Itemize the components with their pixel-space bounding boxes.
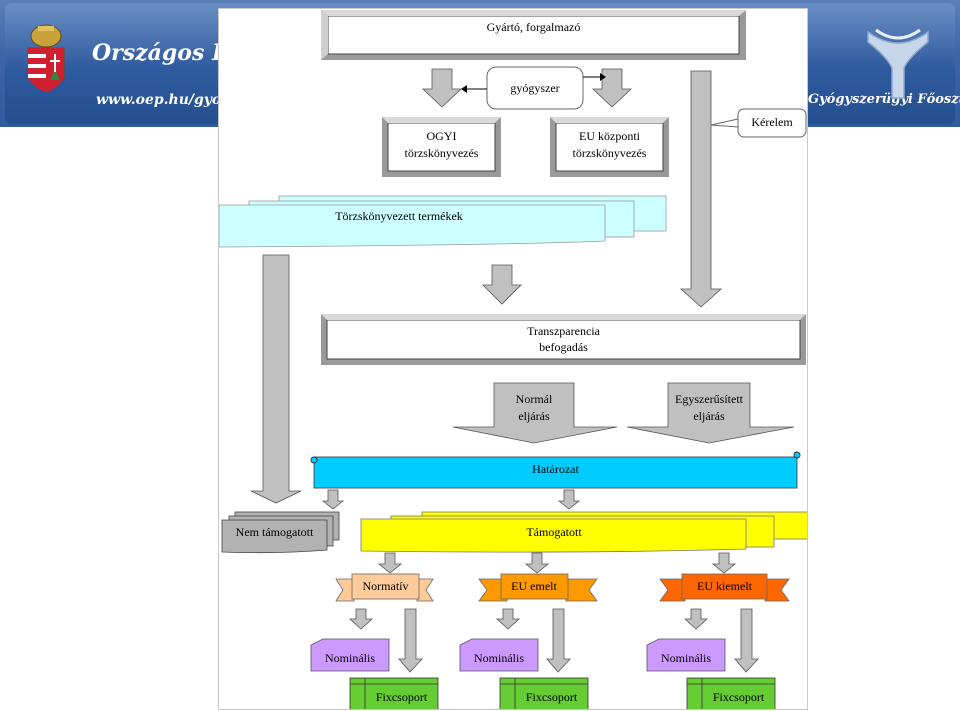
diagram-slide: Gyártó, forgalmazó gyógyszer OGYI törzsk… [218, 8, 808, 710]
request-callout [710, 108, 807, 138]
flow-diagram [219, 10, 807, 709]
arrow-down-normative [377, 552, 403, 574]
simplified-procedure-label-line1: Egyszerűsített [675, 392, 743, 406]
arrow-down-ogyi [421, 68, 463, 108]
eu-central-label-line1: EU központi [579, 129, 640, 143]
simplified-procedure-arrow [626, 382, 795, 444]
coat-of-arms-icon [27, 24, 65, 92]
transparency-label-line2: befogadás [539, 340, 588, 354]
registered-products-stack [219, 195, 667, 248]
simplified-procedure-label-line2: eljárás [693, 409, 725, 423]
registered-products-label: Törzskönyvezett termékek [335, 209, 463, 223]
arrow-down-nominal-1 [348, 608, 374, 630]
eu-central-label-line2: törzskönyvezés [572, 146, 647, 160]
fixed-box-3 [686, 677, 776, 709]
manufacturer-box [321, 10, 746, 60]
arrow-down-transparency [482, 264, 522, 305]
transparency-box [321, 314, 806, 365]
normal-procedure-label-line1: Normál [515, 392, 553, 406]
request-label: Kérelem [751, 115, 793, 129]
arrow-down-from-decision-mid [557, 489, 581, 510]
eu-highlighted-label: EU kiemelt [697, 579, 752, 593]
nominal-box-1 [310, 638, 390, 672]
banner-department: Gyógyszerügyi Főosztály [808, 92, 960, 107]
not-supported-label: Nem támogatott [235, 525, 314, 539]
decision-label: Határozat [532, 462, 579, 476]
supported-stack [360, 511, 807, 553]
ogyi-box [382, 117, 501, 177]
decision-scroll [310, 451, 801, 489]
oep-logo-icon [867, 28, 929, 99]
arrow-down-from-decision-left [321, 489, 345, 510]
ogyi-label-line2: törzskönyvezés [404, 146, 479, 160]
arrow-down-not-supported [250, 254, 302, 504]
arrow-down-fixed-1 [398, 608, 423, 673]
eu-central-box [550, 117, 669, 177]
nominal-box-2 [459, 638, 539, 672]
fixed-box-1 [349, 677, 439, 709]
supported-label: Támogatott [526, 525, 582, 539]
drug-label: gyógyszer [510, 81, 560, 95]
manufacturer-label: Gyártó, forgalmazó [486, 20, 581, 34]
eu-highlighted-ribbon [659, 573, 790, 602]
normative-label: Normatív [362, 579, 409, 593]
fixed-label-1: Fixcsoport [375, 690, 428, 704]
arrow-down-fixed-2 [546, 608, 571, 673]
normal-procedure-arrow [452, 382, 618, 444]
fixed-label-3: Fixcsoport [712, 690, 765, 704]
nominal-label-2: Nominális [474, 651, 524, 665]
normal-procedure-label-line2: eljárás [518, 409, 550, 423]
arrow-down-eu-raised [524, 552, 550, 574]
eu-raised-label: EU emelt [511, 579, 557, 593]
arrow-down-eu [591, 68, 633, 108]
ogyi-label-line1: OGYI [426, 129, 457, 143]
nominal-box-3 [646, 638, 726, 672]
arrow-down-eu-highlighted [711, 552, 737, 574]
nominal-label-3: Nominális [661, 651, 711, 665]
arrow-down-request [679, 70, 723, 308]
normative-ribbon [335, 573, 434, 602]
arrow-down-nominal-3 [683, 608, 709, 630]
arrow-down-nominal-2 [495, 608, 521, 630]
fixed-label-2: Fixcsoport [525, 690, 578, 704]
arrow-down-fixed-3 [734, 608, 759, 673]
drug-callout [461, 66, 606, 110]
fixed-box-2 [499, 677, 589, 709]
not-supported-stack [221, 511, 340, 554]
eu-raised-ribbon [478, 573, 598, 602]
nominal-label-1: Nominális [325, 651, 375, 665]
transparency-label-line1: Transzparencia [527, 324, 600, 338]
